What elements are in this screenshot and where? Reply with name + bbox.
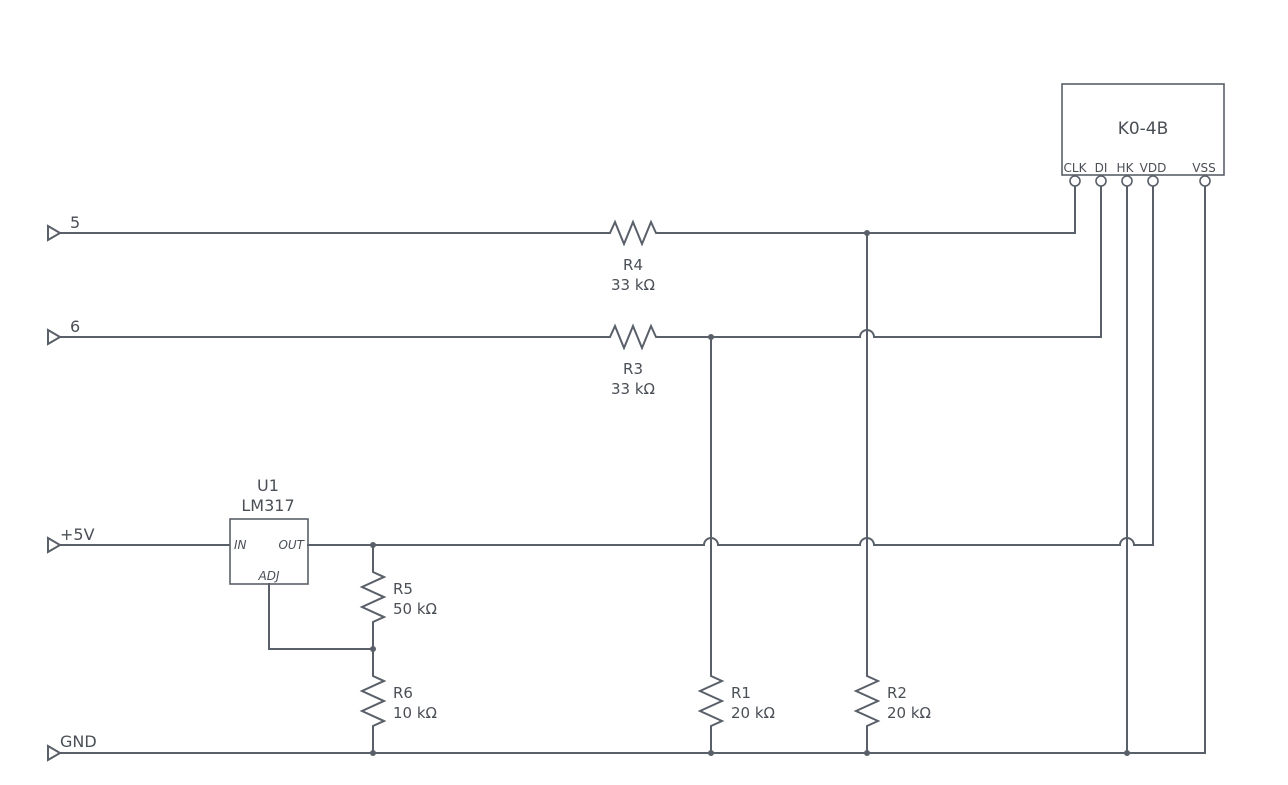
port-5v-label: +5V xyxy=(60,525,95,544)
module-pin-di: DI xyxy=(1095,161,1108,175)
port-5v-arrow-icon xyxy=(47,536,62,554)
module-pin-hk: HK xyxy=(1117,161,1135,175)
pin-di-terminal xyxy=(1095,175,1107,187)
r2-ref: R2 xyxy=(887,684,907,702)
pin-clk-terminal xyxy=(1069,175,1081,187)
wire-r3-to-di xyxy=(663,186,1102,338)
port-6: 6 xyxy=(47,317,80,346)
u1-pin-out: OUT xyxy=(278,538,305,552)
r5-value: 50 kΩ xyxy=(393,600,437,618)
r4-value: 33 kΩ xyxy=(611,276,655,294)
wire-adj-feedback xyxy=(268,583,374,650)
r2-value: 20 kΩ xyxy=(887,704,931,722)
port-5-arrow-icon xyxy=(47,224,62,242)
port-gnd-arrow-icon xyxy=(47,744,62,762)
r1-ref: R1 xyxy=(731,684,751,702)
pulldown-r2: R2 20 kΩ xyxy=(853,232,931,754)
junction-gnd-hk xyxy=(1124,750,1130,756)
pin-vss-terminal xyxy=(1199,175,1211,187)
wire-gnd-bus xyxy=(59,186,1206,754)
pin-hk-terminal xyxy=(1121,175,1133,187)
pulldown-r1: R1 20 kΩ xyxy=(697,336,775,754)
u1-pin-adj: ADJ xyxy=(258,569,280,583)
wire-u1-out-to-vdd xyxy=(307,186,1154,546)
r4-ref: R4 xyxy=(623,256,643,274)
module-name: K0-4B xyxy=(1118,119,1169,139)
resistor-r1-symbol xyxy=(697,336,725,754)
u1-part: LM317 xyxy=(241,496,294,515)
r1-value: 20 kΩ xyxy=(731,704,775,722)
net-gnd xyxy=(59,186,1206,756)
u1-pin-in: IN xyxy=(234,538,247,552)
port-6-label: 6 xyxy=(70,317,80,336)
regulator-u1: U1 LM317 IN OUT ADJ xyxy=(59,476,309,585)
wire-r4-to-clk xyxy=(663,186,1076,234)
resistor-r6-symbol xyxy=(359,648,387,754)
resistor-r2-symbol xyxy=(853,232,881,754)
port-6-arrow-icon xyxy=(47,328,62,346)
junction-gnd-r2 xyxy=(864,750,870,756)
r6-ref: R6 xyxy=(393,684,413,702)
module-body xyxy=(1061,83,1225,176)
module-k0-4b: K0-4B CLK DI HK VDD VSS xyxy=(1061,83,1225,187)
net-vdd xyxy=(307,186,1154,548)
module-pin-vdd: VDD xyxy=(1140,161,1167,175)
module-pin-clk: CLK xyxy=(1064,161,1088,175)
module-pin-vss: VSS xyxy=(1192,161,1215,175)
resistor-r5-symbol xyxy=(359,544,387,650)
net-di: R3 33 kΩ xyxy=(59,186,1102,398)
port-5: 5 xyxy=(47,213,80,242)
junction-gnd-r1 xyxy=(708,750,714,756)
net-clk: R4 33 kΩ xyxy=(59,186,1076,294)
r6-value: 10 kΩ xyxy=(393,704,437,722)
port-gnd-label: GND xyxy=(60,732,97,751)
port-5v: +5V xyxy=(47,525,95,554)
r5-ref: R5 xyxy=(393,580,413,598)
port-gnd: GND xyxy=(47,732,97,762)
u1-ref: U1 xyxy=(257,476,279,495)
resistor-r4-symbol xyxy=(603,219,665,247)
resistor-r3-symbol xyxy=(603,323,665,351)
u1-body xyxy=(229,518,309,585)
port-5-label: 5 xyxy=(70,213,80,232)
r3-ref: R3 xyxy=(623,360,643,378)
r3-value: 33 kΩ xyxy=(611,380,655,398)
pin-vdd-terminal xyxy=(1147,175,1159,187)
divider-r5-r6: R5 50 kΩ R6 10 kΩ xyxy=(268,544,437,754)
junction-gnd-r6 xyxy=(370,750,376,756)
